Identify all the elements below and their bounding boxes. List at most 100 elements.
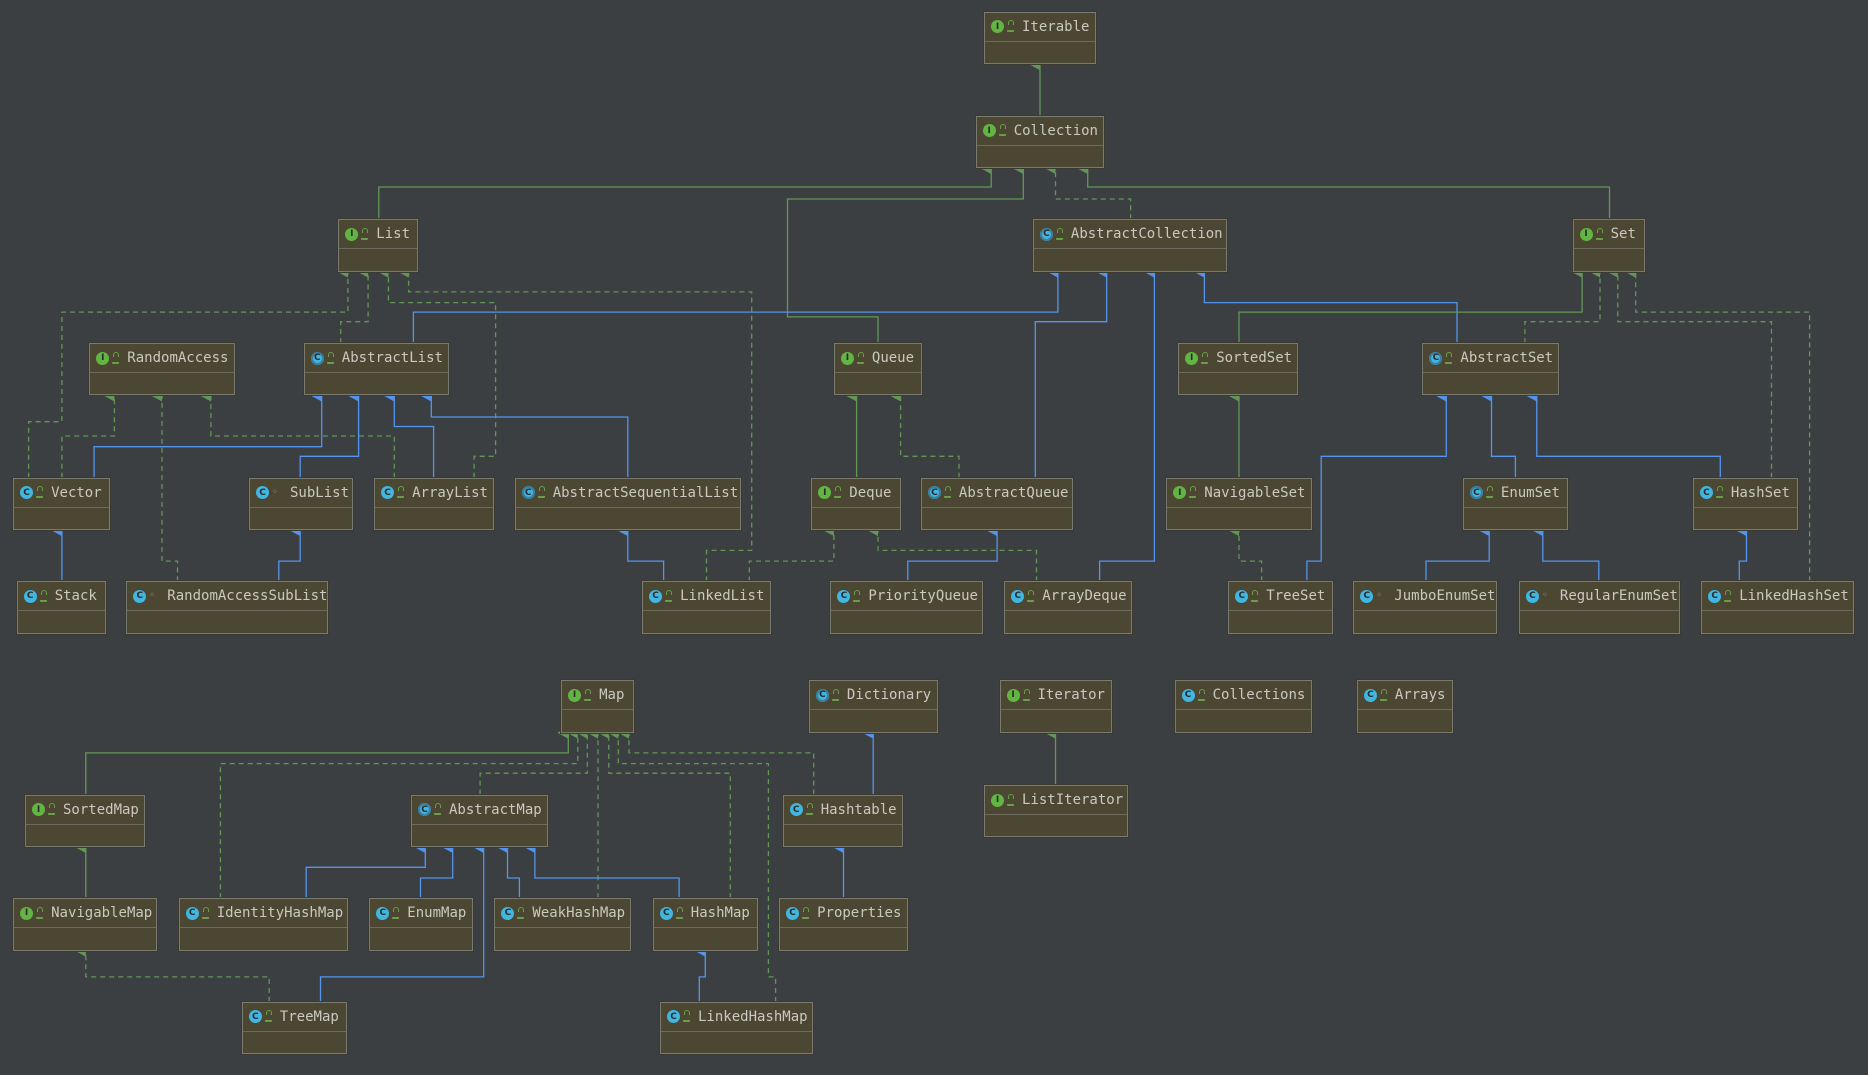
public-lock-icon (434, 803, 441, 816)
public-lock-icon (1197, 688, 1205, 701)
class-node-header: C◦ RegularEnumSet (1519, 582, 1679, 612)
class-name: RandomAccessSubList (167, 588, 328, 605)
public-lock-icon (831, 688, 839, 701)
class-icon: C (789, 803, 803, 817)
class-name: HashSet (1730, 484, 1790, 501)
class-icon: C (1525, 589, 1539, 603)
interface-icon: I (20, 906, 34, 920)
class-node-randomaccesssublist[interactable]: C◦RandomAccessSubList (126, 581, 328, 634)
class-icon: C (1699, 486, 1713, 500)
class-name: Queue (871, 350, 915, 367)
public-lock-icon (39, 589, 47, 602)
class-icon: C (667, 1010, 680, 1024)
edge-arraydeque-to-abstractcollection (1098, 265, 1156, 582)
class-node-navigablemap[interactable]: I NavigableMap (13, 898, 158, 951)
edge-treeset-to-abstractset (1306, 389, 1447, 582)
edge-abstractqueue-to-abstractcollection (1034, 265, 1108, 478)
public-lock-icon (998, 124, 1006, 137)
public-lock-icon (1251, 589, 1259, 602)
edge-treemap-to-abstractmap (319, 841, 485, 1002)
abstract-class-icon: C (1429, 351, 1443, 365)
class-node-sublist[interactable]: C◦SubList (249, 477, 353, 531)
class-node-hashset[interactable]: C HashSet (1692, 477, 1798, 531)
class-name: WeakHashMap (532, 905, 626, 922)
class-name: NavigableMap (51, 905, 153, 922)
package-private-icon: ◦ (1541, 590, 1548, 602)
package-private-icon: ◦ (149, 590, 156, 602)
interface-icon: I (991, 793, 1004, 807)
class-name: SortedSet (1216, 350, 1293, 367)
class-node-regularenumset[interactable]: C◦ RegularEnumSet (1518, 581, 1680, 634)
edge-abstractqueue-to-queue (889, 389, 960, 478)
edge-abstractset-to-abstractcollection (1193, 265, 1458, 344)
class-icon: C (1360, 589, 1374, 603)
class-icon: C (381, 486, 395, 500)
class-icon: C (786, 906, 800, 920)
edge-set-to-collection (1076, 162, 1611, 220)
class-node-header: C◦JumboEnumSet (1354, 582, 1497, 612)
edge-vector-to-randomaccess (61, 389, 116, 478)
edge-randomaccesssublist-to-randomaccess (151, 389, 179, 582)
class-name: RegularEnumSet (1559, 588, 1678, 605)
public-lock-icon (683, 1010, 690, 1023)
class-name: JumboEnumSet (1394, 588, 1496, 605)
public-lock-icon (1007, 20, 1014, 33)
edge-vector-to-abstractlist (93, 389, 323, 478)
public-lock-icon (665, 589, 673, 602)
class-name: Map (599, 687, 625, 704)
class-node-jumboenumset[interactable]: C◦JumboEnumSet (1353, 581, 1498, 634)
public-lock-icon (201, 906, 209, 919)
class-name: List (376, 226, 411, 243)
